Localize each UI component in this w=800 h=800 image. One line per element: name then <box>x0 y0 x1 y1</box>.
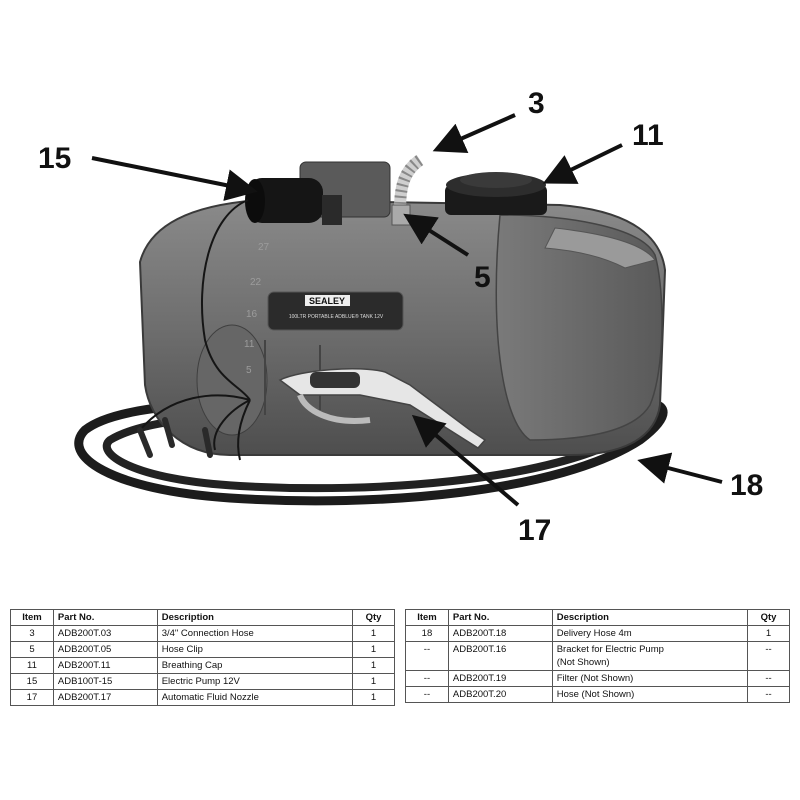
cell-description: Hose Clip <box>156 641 354 658</box>
scale-mark-5: 5 <box>246 365 252 376</box>
cell-part-no: ADB100T-15 <box>52 673 158 690</box>
cell-item: -- <box>405 641 449 671</box>
table-row: -- ADB200T.16 Bracket for Electric Pump … <box>405 641 790 671</box>
cell-qty: -- <box>747 670 790 687</box>
product-illustration: 27 22 16 11 5 SEALEY 100LTR PORTABLE ADB… <box>38 87 763 547</box>
cell-description: 3/4" Connection Hose <box>156 625 354 642</box>
table-row: 17 ADB200T.17 Automatic Fluid Nozzle 1 <box>10 689 395 706</box>
cell-part-no: ADB200T.11 <box>52 657 158 674</box>
header-description: Description <box>551 609 749 626</box>
callout-3: 3 <box>528 87 545 120</box>
cell-item: 3 <box>10 625 54 642</box>
table-row: 3 ADB200T.03 3/4" Connection Hose 1 <box>10 625 395 642</box>
description-line-2: (Not Shown) <box>556 657 610 668</box>
header-description: Description <box>156 609 354 626</box>
product-line: 100LTR PORTABLE ADBLUE® TANK 12V <box>289 313 384 320</box>
header-part-no: Part No. <box>52 609 158 626</box>
breathing-cap <box>445 172 547 215</box>
brand-label: SEALEY 100LTR PORTABLE ADBLUE® TANK 12V <box>267 291 404 331</box>
cell-qty: 1 <box>747 625 790 642</box>
cell-item: 17 <box>10 689 54 706</box>
header-qty: Qty <box>747 609 790 626</box>
cell-part-no: ADB200T.18 <box>447 625 553 642</box>
power-cable <box>137 199 251 461</box>
cell-qty: 1 <box>352 625 395 642</box>
table-row: 18 ADB200T.18 Delivery Hose 4m 1 <box>405 625 790 642</box>
cell-qty: 1 <box>352 673 395 690</box>
callout-arrow-3 <box>432 113 516 153</box>
table-header-row: Item Part No. Description Qty <box>405 609 790 626</box>
cell-description: Electric Pump 12V <box>156 673 354 690</box>
callout-15: 15 <box>38 142 71 175</box>
cell-description: Bracket for Electric Pump (Not Shown) <box>551 641 749 671</box>
table-row: 11 ADB200T.11 Breathing Cap 1 <box>10 657 395 674</box>
callout-arrow-11 <box>542 143 623 184</box>
description-line-1: Bracket for Electric Pump <box>556 644 664 655</box>
cell-part-no: ADB200T.19 <box>447 670 553 687</box>
scale-mark-11: 11 <box>244 339 255 350</box>
cell-part-no: ADB200T.17 <box>52 689 158 706</box>
electric-pump <box>245 161 391 225</box>
table-row: -- ADB200T.19 Filter (Not Shown) -- <box>405 670 790 687</box>
scale-mark-27: 27 <box>258 242 270 253</box>
table-row: 5 ADB200T.05 Hose Clip 1 <box>10 641 395 658</box>
callout-11: 11 <box>632 119 664 152</box>
callout-arrow-18 <box>637 452 723 484</box>
cell-item: 15 <box>10 673 54 690</box>
cell-item: 18 <box>405 625 449 642</box>
scale-mark-22: 22 <box>250 277 262 288</box>
cell-description: Filter (Not Shown) <box>551 670 749 687</box>
callout-arrows <box>91 113 723 507</box>
callout-5: 5 <box>474 261 491 294</box>
table-row: 15 ADB100T-15 Electric Pump 12V 1 <box>10 673 395 690</box>
callout-18: 18 <box>730 469 763 502</box>
callout-labels: 3 11 15 5 18 17 <box>38 87 763 547</box>
cell-part-no: ADB200T.20 <box>447 686 553 703</box>
callout-arrow-5 <box>403 213 470 257</box>
cell-item: 5 <box>10 641 54 658</box>
callout-arrow-15 <box>91 156 258 201</box>
cell-part-no: ADB200T.03 <box>52 625 158 642</box>
callout-17: 17 <box>518 514 551 547</box>
header-qty: Qty <box>352 609 395 626</box>
table-row: -- ADB200T.20 Hose (Not Shown) -- <box>405 686 790 703</box>
cell-item: -- <box>405 686 449 703</box>
cell-description: Automatic Fluid Nozzle <box>156 689 354 706</box>
header-item: Item <box>405 609 449 626</box>
parts-table-right: Item Part No. Description Qty 18 ADB200T… <box>405 609 790 703</box>
table-header-row: Item Part No. Description Qty <box>10 609 395 626</box>
cell-item: 11 <box>10 657 54 674</box>
cell-qty: 1 <box>352 689 395 706</box>
cell-item: -- <box>405 670 449 687</box>
cell-qty: -- <box>747 641 790 671</box>
automatic-nozzle <box>278 368 487 449</box>
scale-mark-16: 16 <box>246 309 258 320</box>
cell-qty: 1 <box>352 641 395 658</box>
cell-qty: 1 <box>352 657 395 674</box>
cell-description: Delivery Hose 4m <box>551 625 749 642</box>
callout-arrow-17 <box>411 414 520 507</box>
header-item: Item <box>10 609 54 626</box>
cell-qty: -- <box>747 686 790 703</box>
cell-part-no: ADB200T.05 <box>52 641 158 658</box>
cell-description: Breathing Cap <box>156 657 354 674</box>
tank-body <box>138 198 667 456</box>
brand-logo: SEALEY <box>309 296 345 306</box>
header-part-no: Part No. <box>447 609 553 626</box>
cell-part-no: ADB200T.16 <box>447 641 553 671</box>
parts-table-left: Item Part No. Description Qty 3 ADB200T.… <box>10 609 395 706</box>
tank-scale: 27 22 16 11 5 <box>244 242 270 376</box>
cell-description: Hose (Not Shown) <box>551 686 749 703</box>
